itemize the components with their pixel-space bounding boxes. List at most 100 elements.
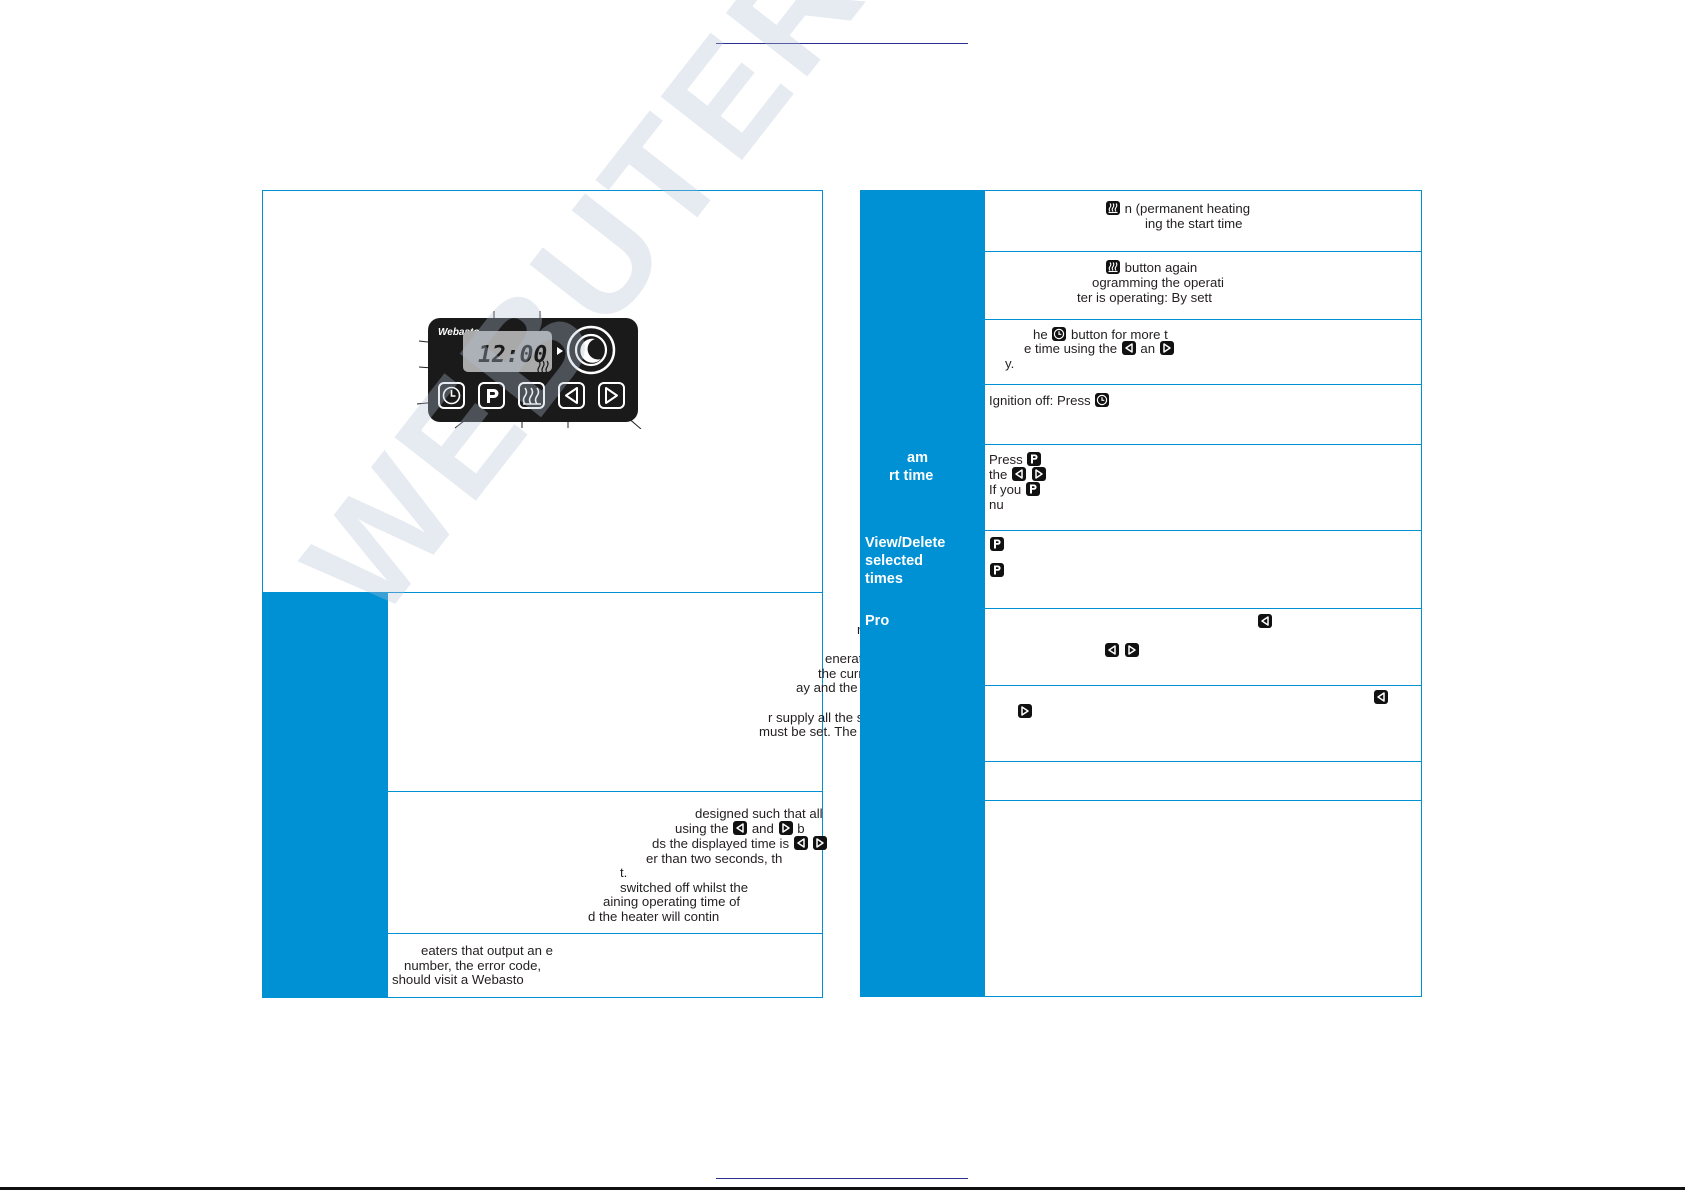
left-arrow-icon [1258,614,1272,628]
text-line: button again [1105,260,1197,276]
lcd-time: 12:00 [478,342,547,368]
left-row-3-side [263,934,388,998]
knob-icon [566,325,616,375]
text-line: t. [620,865,628,880]
right-arrow-icon [1159,341,1174,355]
right-row-4: Ignition off: Press [861,384,1421,445]
right-row-10 [861,800,1421,997]
clock-icon [1052,327,1067,341]
right-row-5-side: am rt time [861,445,985,531]
right-row-10-side [861,801,985,997]
side-label: selected [865,553,924,569]
left-arrow-icon [1105,643,1119,657]
text-line: nu [989,497,1004,512]
right-row-5-content: Press the If you nu [985,445,1421,531]
text-line: ter is operating: By sett [1077,290,1212,305]
right-arrow-icon [813,836,828,850]
right-arrow-button [598,382,625,409]
right-row-7-content [985,609,1421,686]
left-arrow-icon [733,821,748,835]
side-label: View/Delete [865,535,946,551]
right-row-9-content [985,762,1421,801]
right-arrow-icon [1124,643,1139,657]
left-row-2-side [263,792,388,934]
p-icon [1027,452,1042,466]
right-row-10-content [985,801,1421,997]
heat-icon [1106,201,1120,215]
left-arrow-icon [1121,341,1136,355]
text-line: aining operating time of [603,894,741,909]
text-line: eaters that output an e [421,943,553,958]
left-row-1-content: lected forrogrammed,enerator.the current… [388,593,933,792]
text-line: ing the start time [1145,216,1243,231]
text-line: If you [989,482,1041,498]
text-line [989,563,1005,579]
text-line: number, the error code, [404,958,542,973]
text-line: ds the displayed time is [652,836,828,852]
right-row-9-side [861,762,985,801]
right-row-4-content: Ignition off: Press [985,385,1421,445]
text-line: y. [1005,356,1015,371]
right-row-9 [861,761,1421,801]
right-row-6-content [985,531,1421,609]
text-line: he button for more t [1033,327,1168,342]
left-arrow-button [558,382,585,409]
left-arrow-icon [1012,467,1026,481]
left-row-1: lected forrogrammed,enerator.the current… [263,592,933,792]
right-row-3-side [861,320,985,385]
clock-icon [442,386,461,405]
text-line: the [989,467,1047,483]
right-row-6-side: View/Delete selected times [861,531,985,609]
text-line [989,537,1005,553]
heat-icon [522,387,541,405]
p-icon [487,389,499,403]
right-arrow-icon [778,821,793,835]
arrow-indicator-icon [557,347,563,355]
right-row-5: am rt time Press the If you nu [861,444,1421,531]
p-icon [990,537,1004,551]
right-row-7-side: Pro [861,609,985,686]
text-line: switched off whilst the [620,880,749,895]
text-line: should visit a Webasto [392,972,524,987]
text-line [1104,643,1140,659]
side-label: rt time [889,468,934,484]
right-row-8 [861,685,1421,762]
text-line: ogramming the operati [1092,275,1224,290]
right-arrow-icon [1018,704,1032,718]
text-line: Ignition off: Press [989,393,1110,409]
p-icon [990,563,1004,577]
text-line: Press [989,452,1042,468]
program-button [478,382,505,409]
timer-device-illustration: Webasto 12:00 [417,311,642,429]
bottom-link-underline[interactable] [716,1178,968,1179]
p-icon [1025,482,1040,496]
left-arrow-icon [793,836,808,850]
side-label: times [865,571,903,587]
text-line: n (permanent heating [1105,201,1250,217]
heat-icon [1106,260,1120,274]
right-row-6: View/Delete selected times [861,530,1421,609]
left-arrow-icon [565,387,578,404]
bottom-rule [0,1187,1685,1190]
right-row-2-side [861,252,985,320]
right-row-7: Pro [861,608,1421,686]
lcd-heat-icon [537,360,550,374]
right-row-8-side [861,686,985,762]
left-arrow-icon [1374,690,1388,704]
right-arrow-icon [1031,467,1046,481]
text-line: e time using the an [1024,341,1175,357]
text-line [1373,690,1389,706]
top-link-underline[interactable] [716,43,968,44]
side-label: am [907,450,928,466]
